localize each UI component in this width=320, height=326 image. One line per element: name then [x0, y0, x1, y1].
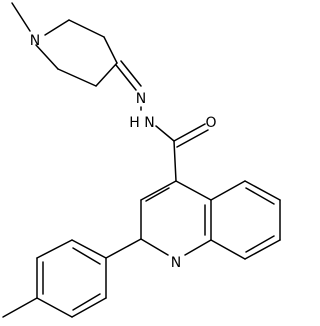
bond — [244, 239, 281, 260]
bond — [35, 44, 59, 70]
atom-label-piperidine-n: N — [30, 33, 40, 49]
bond — [245, 187, 275, 205]
bond — [210, 239, 246, 260]
bond — [145, 187, 170, 202]
bond-c2-aryl — [105, 238, 142, 259]
bond — [44, 19, 70, 36]
atom-label-hydrazone-nh: H N — [129, 115, 154, 131]
molecule-drawing: N N H N O N — [2, 2, 281, 318]
quinoline-benzo-ring — [210, 180, 281, 260]
bond-aryl-methyl — [2, 297, 38, 318]
bond — [173, 123, 206, 142]
bond — [71, 297, 107, 318]
structure-canvas: N N H N O N — [2, 2, 281, 318]
bond-carbonyl-c4 — [173, 140, 177, 182]
bond — [120, 60, 142, 87]
bond — [244, 180, 281, 201]
bond — [245, 235, 275, 253]
bond — [36, 239, 73, 259]
bond-nh-carbonyl — [155, 125, 175, 142]
bond — [210, 180, 246, 201]
bond — [115, 64, 137, 91]
imine-double-bond — [115, 60, 142, 91]
bond-n-methyl — [11, 2, 31, 32]
bond — [103, 36, 118, 64]
quinoline-pyridine-ring — [140, 180, 212, 256]
tolyl-ring — [36, 239, 107, 318]
bond — [176, 129, 209, 148]
bond — [71, 239, 107, 259]
bond — [175, 180, 212, 201]
carbonyl-double-bond — [173, 123, 209, 148]
bond — [95, 62, 118, 87]
bond — [36, 297, 73, 318]
atom-label-hydrazone-n: N — [136, 91, 146, 107]
bond — [184, 239, 212, 256]
bond — [140, 180, 177, 201]
bond — [140, 238, 169, 256]
atom-label-quinoline-n: N — [171, 255, 181, 271]
atom-label-carbonyl-o: O — [205, 115, 216, 131]
piperidine-ring — [35, 19, 118, 87]
bond — [68, 19, 105, 38]
bond — [57, 68, 97, 87]
bond — [72, 293, 101, 311]
bond — [72, 247, 101, 265]
